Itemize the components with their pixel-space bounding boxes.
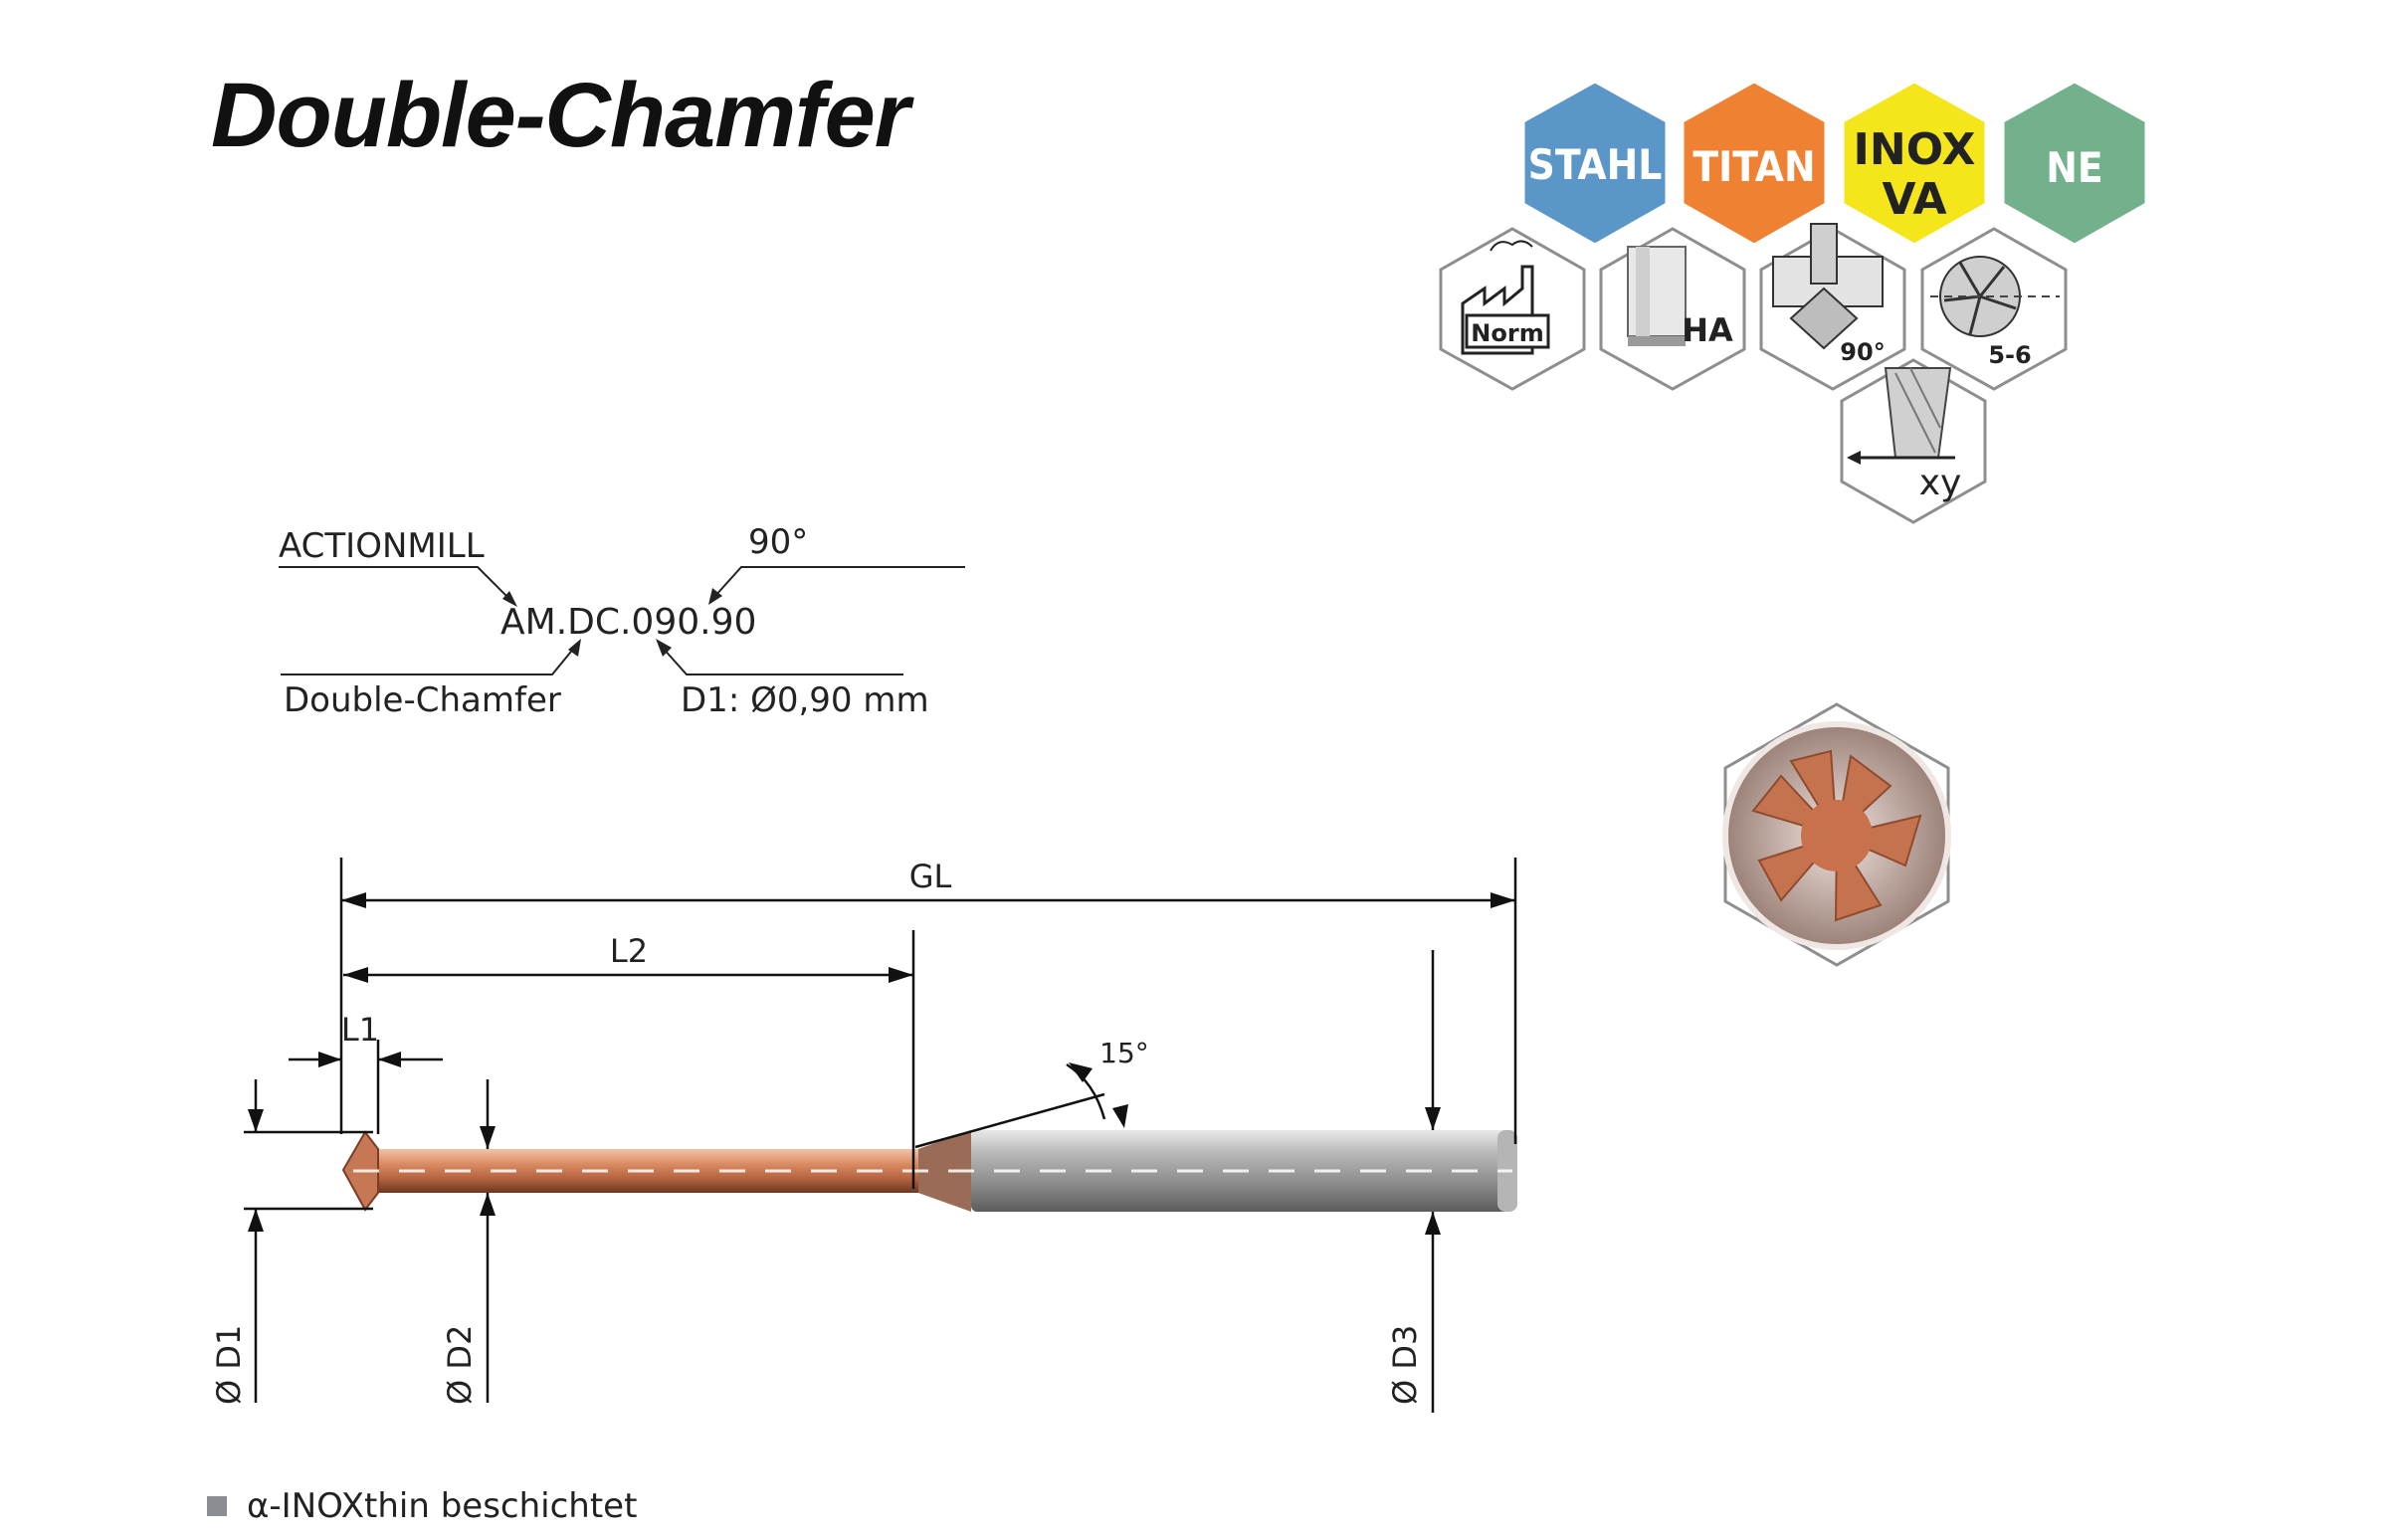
dim-l1-label: L1 xyxy=(341,1011,379,1049)
chamfer-90-icon xyxy=(1772,223,1884,350)
hex-5-6-label: 5-6 xyxy=(1988,341,2031,369)
legend-angle: 90° xyxy=(748,522,808,562)
hex-titan-label: TITAN xyxy=(1692,142,1815,191)
tool-body xyxy=(341,1130,1517,1212)
hex-stahl-label: STAHL xyxy=(1528,140,1663,189)
hex-90: 90° xyxy=(1759,223,1906,391)
coating-note: α-INOXthin beschichtet xyxy=(207,1486,637,1526)
hex-stahl-shape xyxy=(1521,80,1669,247)
hex-inox-shape xyxy=(1841,80,1988,247)
dim-d1-label: Ø D1 xyxy=(210,1325,248,1405)
coating-bullet-icon xyxy=(207,1496,227,1516)
dimension-lines: GL L2 L1 15° Ø D1 xyxy=(210,858,1517,1413)
flutes-5-6-icon xyxy=(1930,256,2060,337)
legend-actionmill: ACTIONMILL xyxy=(279,526,485,566)
shank-ha-icon xyxy=(1627,246,1687,346)
dim-d2-label: Ø D2 xyxy=(441,1325,479,1405)
factory-norm-icon xyxy=(1461,240,1550,355)
legend-diameter: D1: Ø0,90 mm xyxy=(681,680,929,720)
hex-ha: HA xyxy=(1599,227,1746,391)
legend-type: Double-Chamfer xyxy=(284,680,561,720)
hex-xy-label: xy xyxy=(1919,463,1962,503)
hex-norm-label: Norm xyxy=(1471,319,1543,347)
legend-code: AM.DC.090.90 xyxy=(500,602,756,643)
dim-d3-label: Ø D3 xyxy=(1386,1325,1424,1405)
hex-5-6: 5-6 xyxy=(1920,227,2068,391)
end-face-view xyxy=(1722,702,1951,967)
hex-norm: Norm xyxy=(1439,227,1586,391)
page-title: Double-Chamfer xyxy=(211,65,910,166)
hex-ne-label: NE xyxy=(2046,143,2102,192)
dim-angle-label: 15° xyxy=(1099,1037,1149,1069)
dim-l2-label: L2 xyxy=(610,932,648,970)
hex-90-label: 90° xyxy=(1840,338,1885,366)
hex-ha-label: HA xyxy=(1682,311,1733,349)
xy-milling-icon xyxy=(1847,367,1955,465)
hex-ne: NE xyxy=(2001,80,2148,247)
hex-stahl: STAHL xyxy=(1521,80,1669,247)
dim-gl-label: GL xyxy=(909,858,952,895)
coating-text: α-INOXthin beschichtet xyxy=(247,1486,638,1526)
hex-titan: TITAN xyxy=(1681,80,1828,247)
hex-ne-shape xyxy=(2001,80,2148,247)
hex-titan-shape xyxy=(1681,80,1828,247)
code-legend: ACTIONMILL 90° AM.DC.090.90 Double-Chamf… xyxy=(279,522,965,720)
hex-xy: xy xyxy=(1840,358,1987,524)
